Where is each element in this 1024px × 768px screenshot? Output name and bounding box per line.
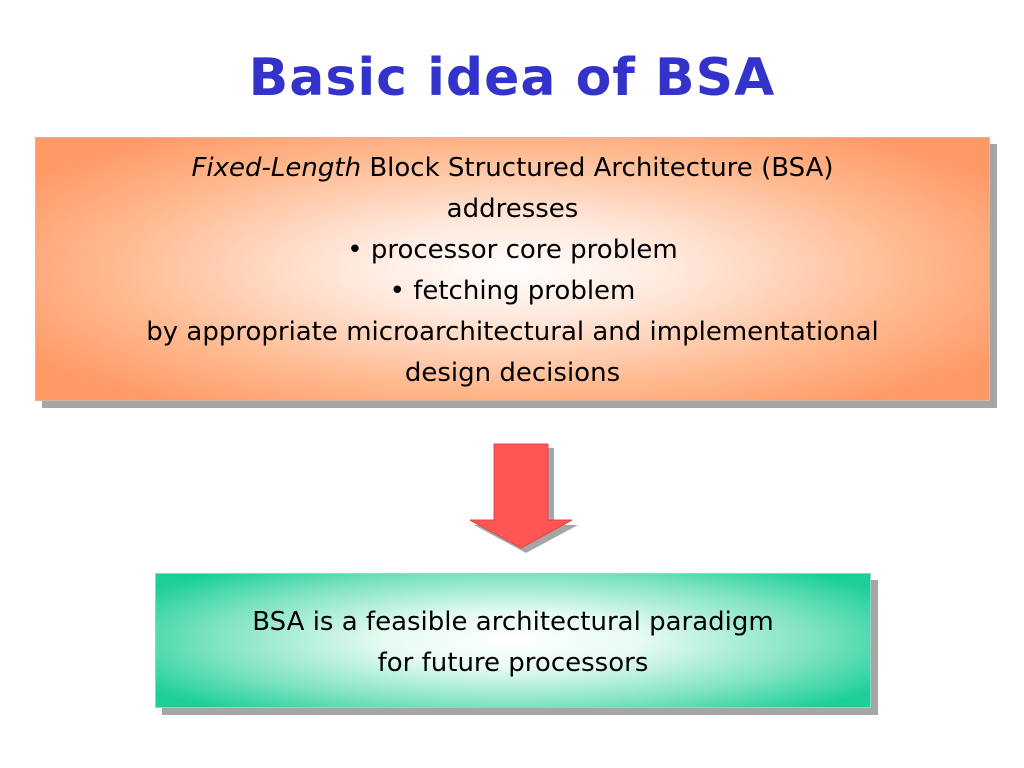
- bottom-box-line-2: for future processors: [377, 648, 649, 678]
- top-box-line-5: by appropriate microarchitectural and im…: [146, 317, 879, 347]
- bullet-processor-core: • processor core problem: [347, 235, 678, 265]
- bottom-text-box: BSA is a feasible architectural paradigm…: [155, 573, 871, 708]
- bsa-name-text: Block Structured Architecture (BSA): [361, 153, 834, 183]
- slide-title: Basic idea of BSA: [248, 48, 776, 108]
- down-arrow-icon: [469, 443, 578, 553]
- fixed-length-text: Fixed-Length: [191, 153, 362, 183]
- top-box-line-2: addresses: [446, 194, 579, 224]
- top-text-box: Fixed-Length Block Structured Architectu…: [35, 137, 990, 401]
- bullet-fetching: • fetching problem: [389, 276, 636, 306]
- top-box-content: Fixed-Length Block Structured Architectu…: [36, 148, 989, 394]
- bottom-box-line-1: BSA is a feasible architectural paradigm: [252, 607, 774, 637]
- top-box-line-6: design decisions: [404, 358, 621, 388]
- top-box-line-1: Fixed-Length Block Structured Architectu…: [36, 148, 989, 189]
- bottom-box-content: BSA is a feasible architectural paradigm…: [156, 602, 870, 684]
